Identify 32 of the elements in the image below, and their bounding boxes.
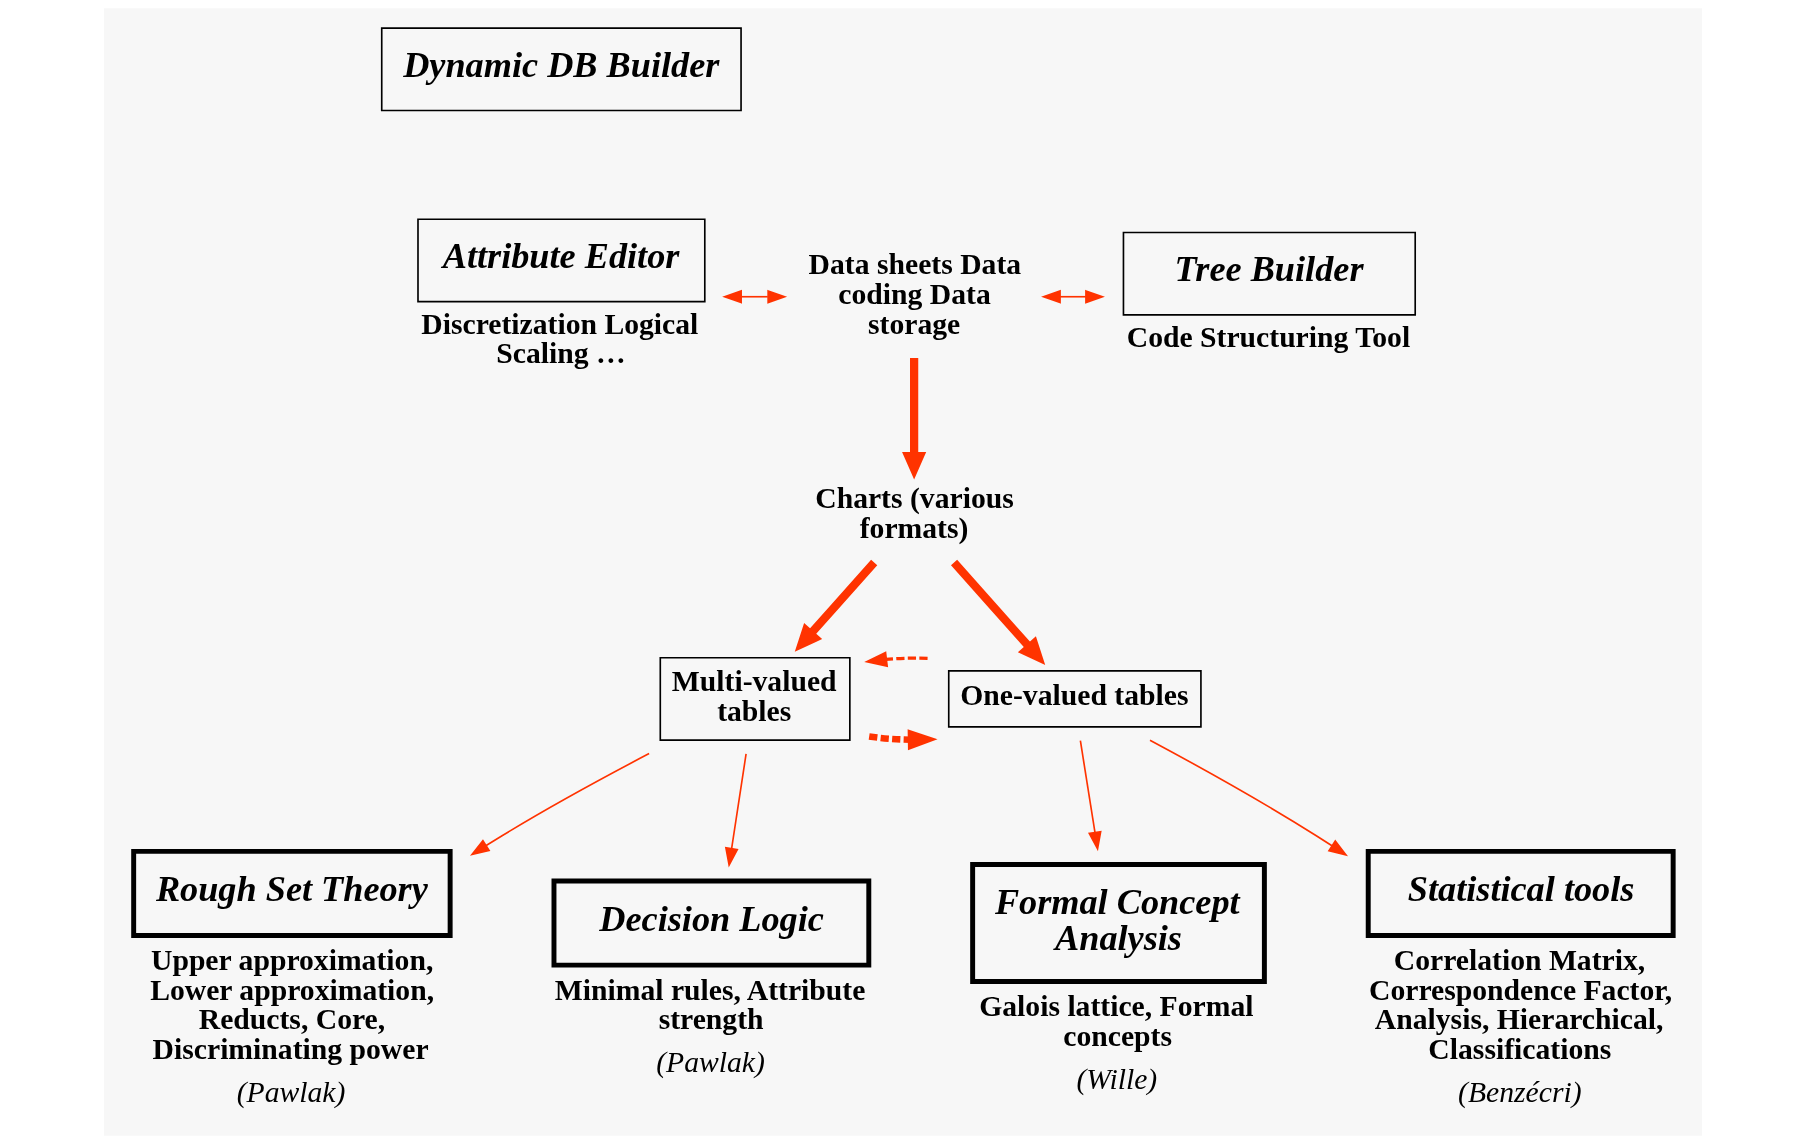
arrow [950, 559, 1045, 665]
node-box: Dynamic DB Builder [380, 27, 742, 112]
node-box: Multi-valued tables [658, 656, 851, 741]
node-label: Code Structuring Tool [1126, 320, 1410, 353]
node-label: (Benzécri) [1457, 1075, 1582, 1108]
node-box: Attribute Editor [416, 218, 706, 303]
node-label: (Pawlak) [236, 1075, 345, 1108]
node-label: Galois lattice, Formal concepts [978, 990, 1253, 1052]
arrow [794, 559, 877, 652]
node-box: One-valued tables [947, 670, 1202, 728]
arrow [868, 729, 938, 751]
node-label: Minimal rules, Attribute strength [554, 973, 865, 1036]
node-text: Data sheets Data coding Data storage [808, 248, 1021, 340]
node-label: Upper approximation, Lower approximation, Reducts, Core, Discriminating power [149, 943, 434, 1065]
arrow [724, 753, 747, 868]
node-label: Correlation Matrix, Correspondence Factor, Analysis, Hierarchical, Classifications [1368, 943, 1672, 1065]
node-box: Formal Concept Analysis [969, 862, 1267, 985]
node-label: (Pawlak) [655, 1046, 765, 1079]
arrow [1040, 289, 1105, 304]
node-label: Discretization Logical Scaling … [420, 307, 698, 370]
arrow [1079, 739, 1102, 852]
arrow [721, 289, 787, 304]
arrow [901, 357, 926, 480]
node-label: (Wille) [1075, 1062, 1157, 1095]
arrow [1148, 739, 1348, 857]
node-box: Statistical tools [1365, 848, 1676, 938]
node-text: Charts (various formats) [814, 482, 1014, 545]
node-box: Rough Set Theory [130, 848, 453, 938]
arrow [863, 651, 928, 668]
node-box: Decision Logic [551, 878, 871, 968]
node-box: Tree Builder [1122, 231, 1416, 316]
arrow [469, 752, 650, 856]
